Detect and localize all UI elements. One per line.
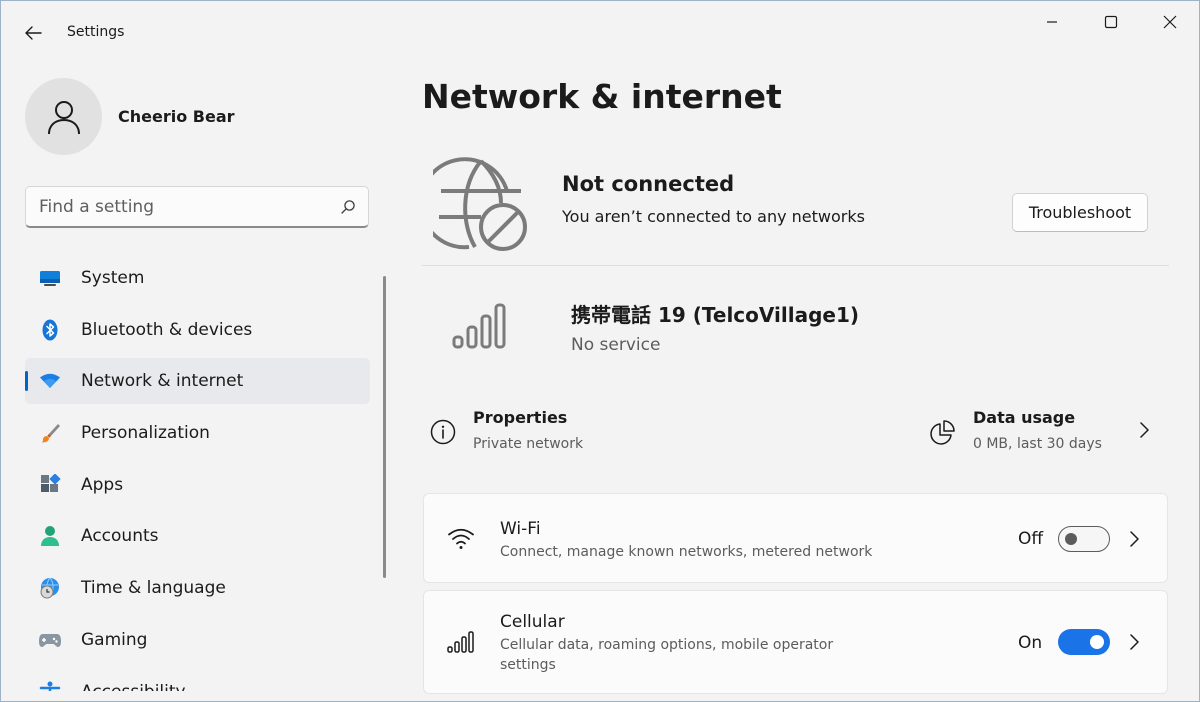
properties-row: Properties Private network Data usage 0 … [422, 399, 1169, 463]
search-icon[interactable] [328, 199, 368, 215]
search-input[interactable] [26, 186, 328, 227]
close-icon [1163, 15, 1176, 29]
person-icon [38, 524, 62, 548]
minimize-button[interactable] [1022, 1, 1081, 43]
chevron-right-icon [1130, 634, 1139, 650]
cellular-card[interactable]: Cellular Cellular data, roaming options,… [423, 590, 1168, 694]
sidebar-item-label: Time & language [81, 578, 226, 599]
cellular-subtitle: Cellular data, roaming options, mobile o… [500, 637, 834, 673]
sidebar-item-accounts[interactable]: Accounts [25, 513, 370, 559]
connection-name: 携帯電話 19 (TelcoVillage1) [571, 303, 860, 327]
avatar [25, 77, 102, 155]
bluetooth-icon [38, 318, 62, 342]
network-status: Not connected You aren’t connected to an… [422, 153, 1169, 265]
sidebar-item-bluetooth[interactable]: Bluetooth & devices [25, 307, 370, 353]
data-usage-title: Data usage [973, 408, 1076, 427]
signal-bars-icon [452, 303, 506, 349]
close-button[interactable] [1140, 1, 1199, 43]
sidebar-item-apps[interactable]: Apps [25, 462, 370, 508]
wifi-title: Wi-Fi [500, 519, 541, 539]
sidebar-item-label: System [81, 268, 145, 288]
properties-title: Properties [473, 408, 568, 427]
data-usage-subtitle: 0 MB, last 30 days [973, 436, 1102, 452]
sidebar-item-label: Accounts [81, 526, 159, 547]
app-title: Settings [67, 24, 125, 40]
wifi-state-label: Off [1018, 529, 1044, 549]
gamepad-icon [38, 628, 62, 652]
sidebar-item-label: Bluetooth & devices [81, 319, 253, 340]
brush-icon [38, 421, 62, 445]
divider [422, 265, 1169, 266]
toggle-knob [1065, 533, 1077, 545]
user-name: Cheerio Bear [118, 106, 235, 126]
pie-chart-icon [930, 420, 955, 445]
wifi-icon [448, 528, 474, 549]
window-controls [1022, 1, 1199, 43]
maximize-button[interactable] [1081, 1, 1140, 43]
sidebar-item-time-language[interactable]: Time & language [25, 565, 370, 611]
globe-clock-icon [38, 576, 62, 600]
selection-indicator [25, 371, 28, 392]
person-icon [47, 101, 80, 135]
wifi-card[interactable]: Wi-Fi Connect, manage known networks, me… [423, 493, 1168, 583]
sidebar-item-personalization[interactable]: Personalization [25, 410, 370, 456]
status-title: Not connected [562, 172, 735, 196]
accessibility-icon [38, 680, 62, 691]
minimize-icon [1046, 21, 1057, 23]
sidebar-item-network[interactable]: Network & internet [25, 358, 370, 405]
data-usage-link[interactable]: Data usage 0 MB, last 30 days [922, 399, 1169, 463]
toggle-knob [1090, 635, 1104, 649]
chevron-right-icon [1130, 531, 1139, 547]
sidebar-nav: System Bluetooth & devices Network & int… [25, 255, 370, 691]
status-subtitle: You aren’t connected to any networks [562, 207, 865, 226]
sidebar-item-accessibility[interactable]: Accessibility [25, 669, 370, 692]
title-bar: Settings [1, 1, 1199, 61]
wifi-icon [38, 369, 62, 393]
sidebar-item-gaming[interactable]: Gaming [25, 617, 370, 663]
info-icon [430, 419, 456, 445]
sidebar-item-label: Accessibility [81, 682, 186, 692]
chevron-right-icon [1140, 422, 1149, 438]
sidebar-item-system[interactable]: System [25, 255, 370, 301]
cellular-title: Cellular [500, 612, 565, 632]
search-box [25, 186, 369, 228]
sidebar-scrollbar[interactable] [383, 276, 386, 578]
properties-link[interactable]: Properties Private network [422, 399, 722, 463]
globe-disconnected-icon [433, 157, 527, 251]
wifi-toggle[interactable] [1058, 526, 1110, 552]
page-title: Network & internet [422, 77, 782, 116]
apps-icon [38, 473, 62, 497]
sidebar-item-label: Network & internet [81, 371, 244, 392]
maximize-icon [1104, 15, 1117, 29]
arrow-left-icon [25, 26, 42, 40]
cellular-state-label: On [1018, 633, 1043, 653]
properties-subtitle: Private network [473, 436, 584, 452]
sidebar-item-label: Apps [81, 474, 124, 495]
wifi-subtitle: Connect, manage known networks, metered … [500, 544, 873, 560]
cellular-signal-icon [447, 631, 474, 653]
cellular-toggle[interactable] [1058, 629, 1110, 655]
sidebar-item-label: Gaming [81, 629, 148, 650]
troubleshoot-button[interactable]: Troubleshoot [1012, 193, 1148, 232]
back-button[interactable] [19, 19, 47, 47]
connection-status: No service [571, 335, 661, 355]
monitor-icon [38, 266, 62, 290]
cellular-connection: 携帯電話 19 (TelcoVillage1) No service [422, 281, 1169, 381]
user-profile[interactable]: Cheerio Bear [25, 77, 235, 155]
sidebar-item-label: Personalization [81, 423, 210, 444]
